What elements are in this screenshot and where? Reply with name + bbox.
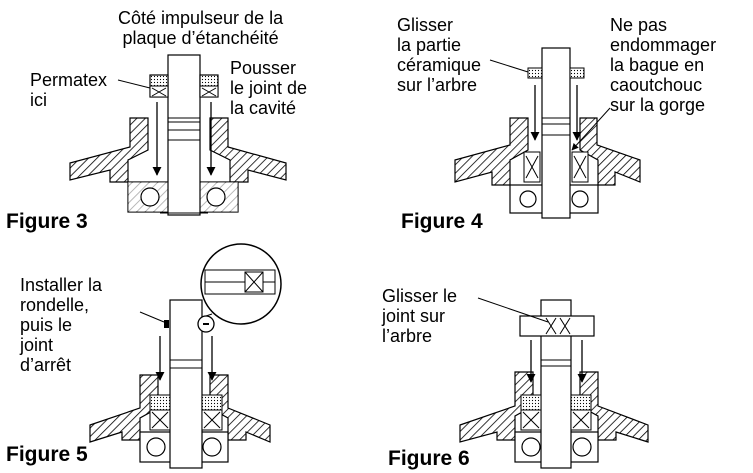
shaft	[169, 299, 203, 469]
seal-plate	[519, 315, 595, 337]
figure-6-label: Figure 6	[388, 447, 470, 470]
housing-left	[454, 117, 529, 186]
housing-right	[209, 117, 287, 183]
figure-6-drawing	[459, 297, 649, 469]
housing-right	[209, 374, 271, 443]
housing-left	[89, 374, 159, 443]
washer	[164, 320, 169, 328]
ceramic-seat-right	[569, 67, 585, 79]
figure-3-top-label: Côté impulseur de la plaque d’étanchéité	[118, 8, 284, 48]
figure-3-label: Figure 3	[6, 210, 88, 233]
housing-left	[69, 117, 149, 183]
figure-4-right-label: Ne pas endommager la bague en caoutchouc…	[610, 15, 717, 115]
housing-right	[579, 371, 649, 443]
figure-4-drawing	[454, 47, 641, 219]
figure-3-left-label: Permatex ici	[30, 70, 108, 110]
figure-4-left-label: Glisser la partie céramique sur l’arbre	[397, 15, 482, 95]
figure-3-right-label: Pousser le joint de la cavité	[230, 58, 308, 118]
figure-3-drawing	[69, 54, 287, 216]
figure-5-drawing	[89, 243, 282, 469]
figure-5-label: Figure 5	[6, 443, 88, 466]
figure-4-label: Figure 4	[401, 210, 483, 233]
housing-left	[459, 371, 534, 443]
shaft	[167, 54, 201, 216]
figure-5-left-label: Installer la rondelle, puis le joint d’a…	[20, 275, 103, 375]
figure-6-left-label: Glisser le joint sur l’arbre	[382, 286, 458, 346]
ceramic-seat-left	[527, 67, 543, 79]
housing-right	[579, 117, 641, 186]
shaft	[541, 47, 571, 219]
